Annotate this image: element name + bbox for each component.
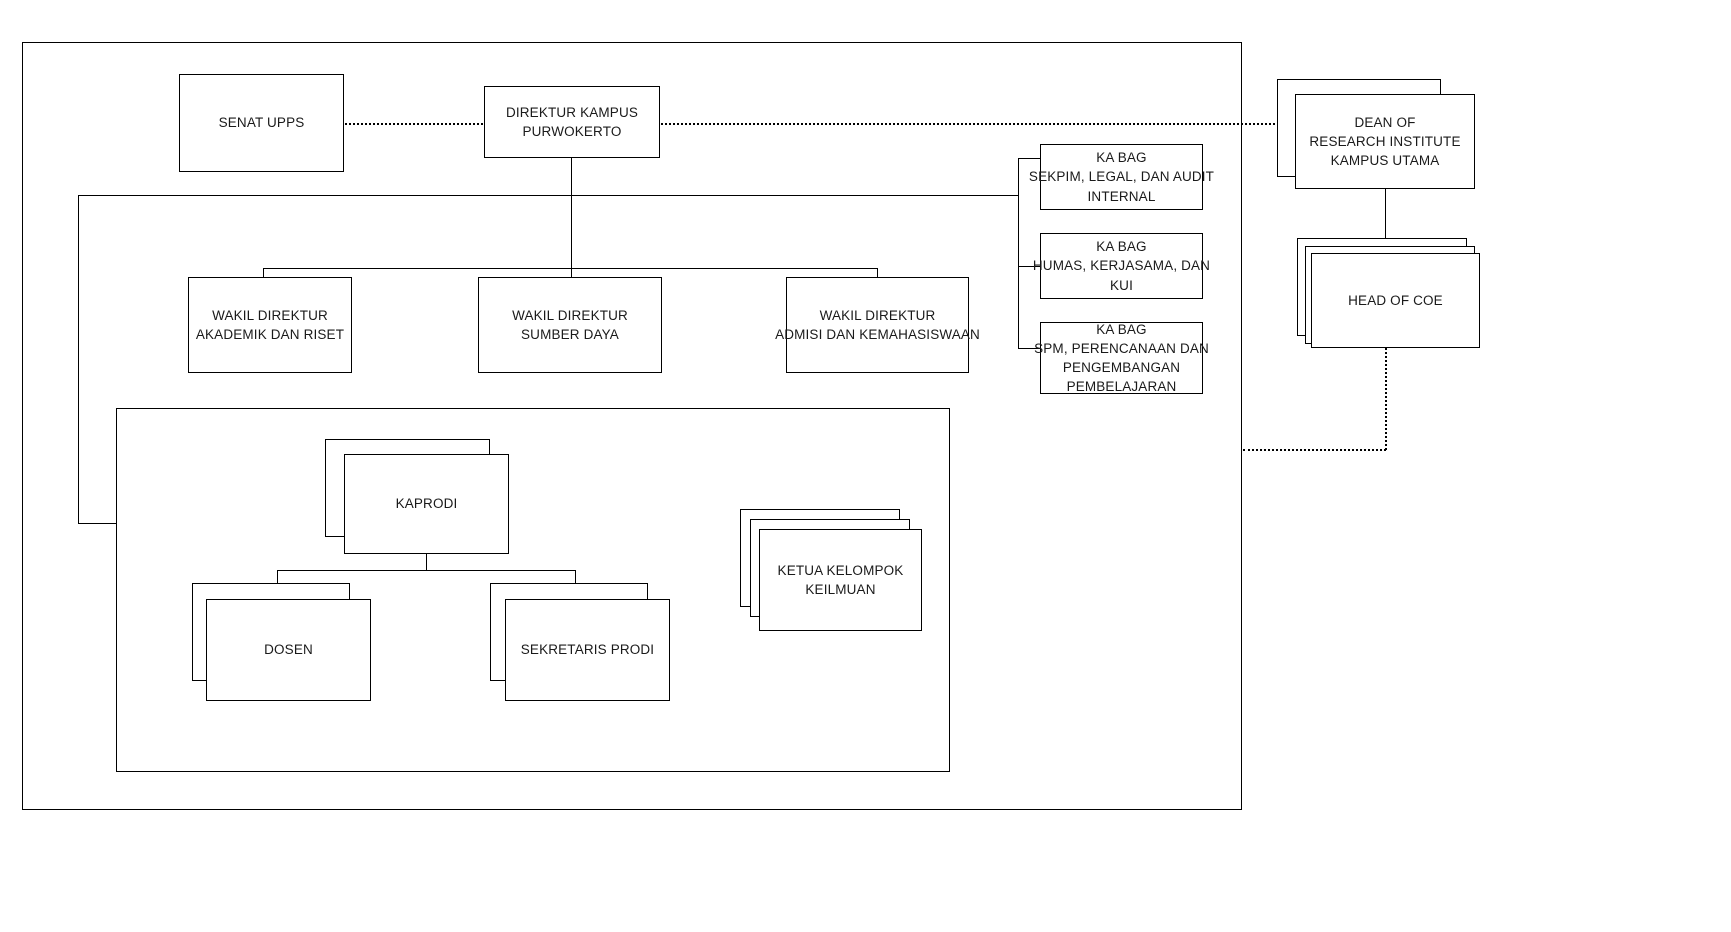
node-dean-research-line1: DEAN OF [1354, 114, 1416, 130]
stem-dean-to-coe [1385, 189, 1386, 238]
connector-coe-vertical [1385, 348, 1387, 450]
node-ketua-kelompok-line1: KETUA KELOMPOK [777, 562, 904, 578]
connector-coe-horizontal [1243, 449, 1386, 451]
node-wakil-direktur-admisi[interactable]: WAKIL DIREKTUR ADMISI DAN KEMAHASISWAAN [775, 277, 980, 373]
drop-wakil-sumberdaya [571, 268, 572, 278]
connector-direktur-dean [661, 123, 1295, 125]
prodi-boundary-container [116, 408, 950, 772]
node-sekretaris-prodi[interactable]: SEKRETARIS PRODI [505, 599, 670, 701]
node-direktur-kampus-line2: PURWOKERTO [522, 124, 622, 139]
branch-kabag-spm [1018, 348, 1041, 349]
node-wakil-akademik-line1: WAKIL DIREKTUR [212, 307, 328, 323]
bus-wakil-direktur [263, 268, 877, 269]
node-kaprodi[interactable]: KAPRODI [344, 454, 509, 554]
node-kaprodi-label: KAPRODI [395, 496, 458, 512]
node-kabag-humas-line2: HUMAS, KERJASAMA, DAN [1032, 258, 1211, 274]
node-senat-upps[interactable]: SENAT UPPS [179, 74, 344, 172]
node-direktur-kampus-line1: DIREKTUR KAMPUS [505, 104, 639, 120]
drop-sekretaris-prodi [575, 570, 576, 584]
node-kabag-humas-line3: KUI [1110, 277, 1133, 293]
node-ketua-kelompok-keilmuan[interactable]: KETUA KELOMPOK KEILMUAN [759, 529, 922, 631]
node-dean-research-line2: RESEARCH INSTITUTE [1309, 133, 1461, 149]
node-wakil-sumberdaya-line1: WAKIL DIREKTUR [512, 307, 628, 323]
stem-direktur-down [571, 158, 572, 268]
connector-senat-direktur [345, 123, 483, 125]
node-kabag-humas[interactable]: KA BAG HUMAS, KERJASAMA, DAN KUI [1033, 233, 1210, 299]
node-dosen-label: DOSEN [264, 642, 313, 658]
node-wakil-admisi-line2: ADMISI DAN KEMAHASISWAAN [775, 327, 980, 342]
bracket-left-bottom-stub [78, 523, 116, 524]
node-kabag-spm-line1: KA BAG [1096, 321, 1147, 337]
node-kabag-spm-line3: PENGEMBANGAN [1062, 360, 1181, 375]
node-kabag-spm-line4: PEMBELAJARAN [1066, 379, 1177, 395]
node-dosen[interactable]: DOSEN [206, 599, 371, 701]
node-wakil-admisi-line1: WAKIL DIREKTUR [819, 307, 936, 323]
node-kabag-sekpim[interactable]: KA BAG SEKPIM, LEGAL, DAN AUDIT INTERNAL [1029, 144, 1214, 210]
node-dean-research-institute[interactable]: DEAN OF RESEARCH INSTITUTE KAMPUS UTAMA [1295, 94, 1475, 189]
drop-dosen [277, 570, 278, 584]
bus-kaprodi-children [277, 570, 575, 571]
node-wakil-direktur-sumber-daya[interactable]: WAKIL DIREKTUR SUMBER DAYA [478, 277, 662, 373]
node-kabag-spm-line2: SPM, PERENCANAAN DAN [1034, 340, 1209, 356]
node-sekretaris-prodi-label: SEKRETARIS PRODI [520, 642, 655, 658]
node-wakil-direktur-akademik[interactable]: WAKIL DIREKTUR AKADEMIK DAN RISET [188, 277, 352, 373]
node-kabag-sekpim-line2: SEKPIM, LEGAL, DAN AUDIT [1028, 169, 1215, 185]
node-kabag-spm[interactable]: KA BAG SPM, PERENCANAAN DAN PENGEMBANGAN… [1034, 321, 1209, 395]
branch-kabag-sekpim [1018, 158, 1041, 159]
drop-wakil-admisi [877, 268, 878, 278]
node-kabag-humas-line1: KA BAG [1096, 239, 1147, 255]
node-senat-upps-label: SENAT UPPS [218, 115, 305, 131]
node-head-coe-label: HEAD OF COE [1348, 292, 1443, 308]
node-kabag-sekpim-line3: INTERNAL [1087, 188, 1156, 204]
branch-kabag-humas [1018, 266, 1041, 267]
bracket-left-vertical [78, 195, 79, 523]
node-direktur-kampus[interactable]: DIREKTUR KAMPUS PURWOKERTO [484, 86, 660, 158]
spine-kabag [1018, 158, 1019, 348]
node-dean-research-line3: KAMPUS UTAMA [1330, 153, 1440, 169]
node-ketua-kelompok-line2: KEILMUAN [805, 582, 876, 597]
node-wakil-sumberdaya-line2: SUMBER DAYA [521, 327, 619, 342]
campus-boundary-container [22, 42, 1242, 810]
drop-wakil-akademik [263, 268, 264, 278]
node-wakil-akademik-line2: AKADEMIK DAN RISET [195, 327, 345, 342]
bracket-left-top [78, 195, 1018, 196]
node-kabag-sekpim-line1: KA BAG [1096, 150, 1147, 166]
node-head-coe[interactable]: HEAD OF COE [1311, 253, 1480, 348]
stem-kaprodi-down [426, 554, 427, 570]
